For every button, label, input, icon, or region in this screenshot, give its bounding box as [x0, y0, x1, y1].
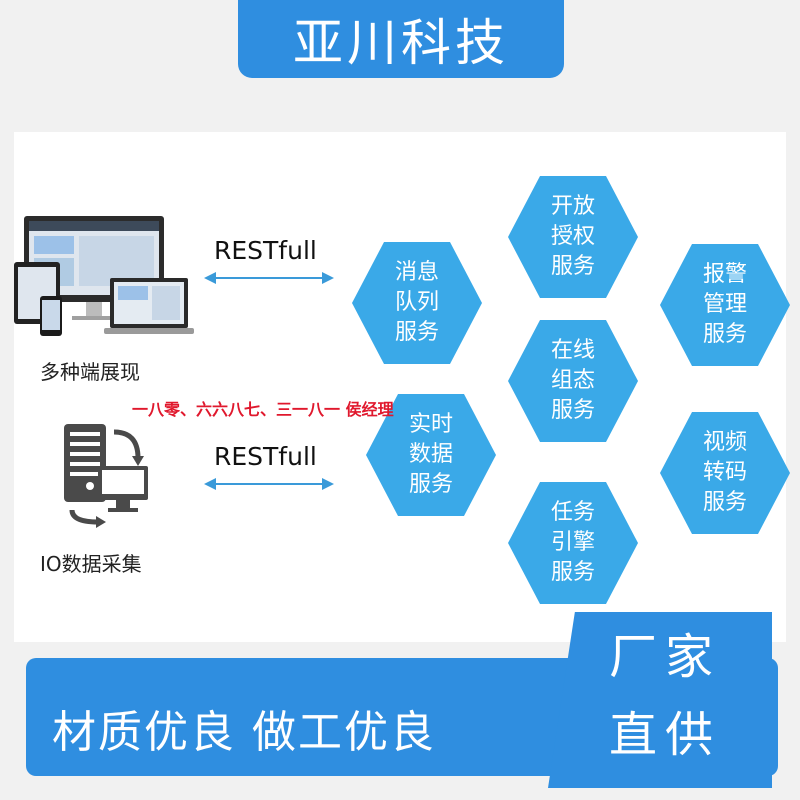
- service-hex-video-transcode: 视频 转码 服务: [660, 412, 790, 534]
- monitor-laptop-phone-icon: [14, 216, 194, 336]
- service-line: 消息: [394, 260, 439, 285]
- service-line: 服务: [408, 472, 453, 497]
- service-line: 转码: [702, 460, 747, 485]
- service-line: 任务: [550, 500, 595, 525]
- service-line: 引擎: [550, 530, 595, 555]
- io-collection-label: IO数据采集: [40, 552, 142, 576]
- service-line: 服务: [550, 254, 595, 279]
- service-line: 服务: [550, 560, 595, 585]
- service-hex-message-queue: 消息 队列 服务: [352, 242, 482, 364]
- brand-title: 亚川科技: [293, 14, 509, 72]
- service-line: 组态: [550, 368, 595, 393]
- restfull-label-bottom: RESTfull: [214, 442, 317, 471]
- service-line: 管理: [702, 292, 747, 317]
- service-line: 开放: [550, 194, 595, 219]
- service-hex-task-engine: 任务 引擎 服务: [508, 482, 638, 604]
- service-line: 服务: [394, 320, 439, 345]
- service-hex-online-config: 在线 组态 服务: [508, 320, 638, 442]
- restfull-label-top: RESTfull: [214, 236, 317, 265]
- factory-direct-block: [548, 612, 772, 788]
- contact-watermark: 一八零、六六八七、三一八一 侯经理: [132, 400, 394, 419]
- double-arrow-icon: [204, 272, 334, 284]
- service-line: 服务: [550, 398, 595, 423]
- devices-label: 多种端展现: [40, 360, 140, 384]
- service-line: 视频: [702, 430, 747, 455]
- factory-line-1: 厂家: [608, 629, 721, 685]
- service-line: 报警: [702, 262, 747, 287]
- service-line: 数据: [408, 442, 453, 467]
- service-line: 服务: [702, 490, 747, 515]
- factory-line-2: 直供: [608, 707, 721, 763]
- service-hex-open-auth: 开放 授权 服务: [508, 176, 638, 298]
- service-line: 服务: [702, 322, 747, 347]
- double-arrow-icon: [204, 478, 334, 490]
- service-hex-alarm-management: 报警 管理 服务: [660, 244, 790, 366]
- server-sync-icon: [64, 424, 148, 528]
- service-line: 在线: [550, 338, 595, 363]
- service-hex-realtime-data: 实时 数据 服务: [366, 394, 496, 516]
- quality-slogan: 材质优良 做工优良: [52, 707, 436, 758]
- service-line: 队列: [394, 290, 439, 315]
- service-line: 实时: [408, 412, 453, 437]
- factory-direct-text: 厂家 直供: [560, 618, 770, 774]
- service-line: 授权: [550, 224, 595, 249]
- brand-title-banner: 亚川科技: [238, 0, 564, 78]
